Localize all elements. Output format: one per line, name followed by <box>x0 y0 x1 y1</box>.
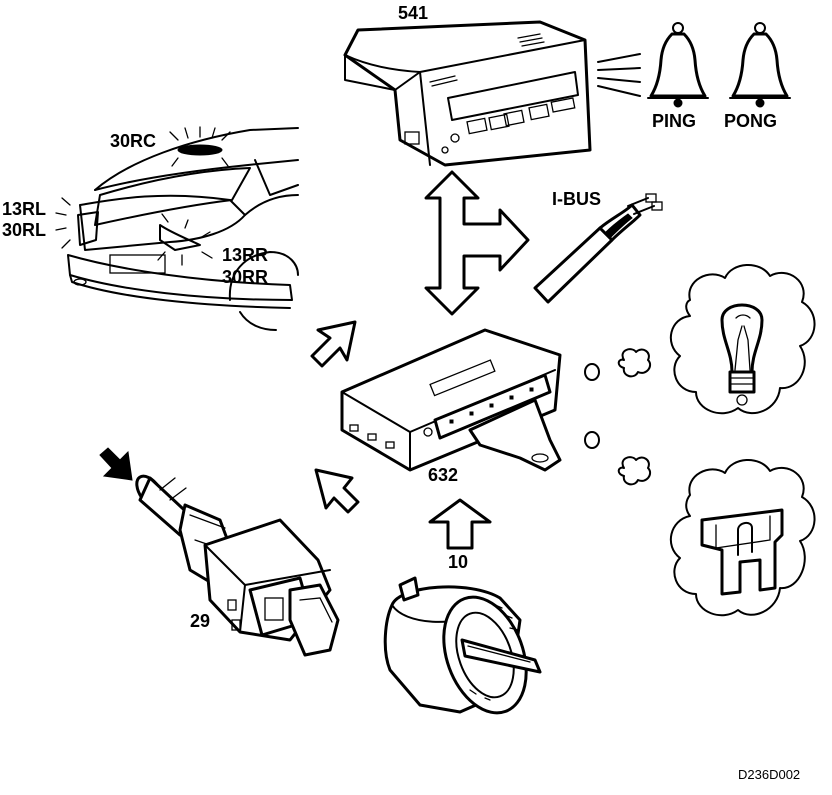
arrow-icon <box>99 447 133 481</box>
label-pong: PONG <box>724 111 778 131</box>
display-unit-icon <box>343 20 641 167</box>
control-module-icon <box>340 328 562 472</box>
arrow-icon <box>310 320 357 368</box>
label-control-module: 632 <box>428 465 459 485</box>
thought-bubbles <box>584 348 652 486</box>
label-brake-switch: 29 <box>190 611 211 631</box>
label-lamp-right-b: 30RR <box>222 267 269 287</box>
arrow-icon <box>314 468 360 514</box>
label-lamp-left-b: 30RL <box>2 220 47 240</box>
fuse-icon <box>670 458 816 617</box>
arrow-icon <box>424 170 530 316</box>
label-lamp-left-a: 13RL <box>2 199 47 219</box>
label-ibus: I-BUS <box>552 189 601 209</box>
arrow-icon <box>428 498 492 550</box>
label-lamp-right-a: 13RR <box>222 245 269 265</box>
label-lamp-center: 30RC <box>110 131 157 151</box>
bell-icon <box>647 22 709 108</box>
car-rear-icon <box>55 126 299 331</box>
label-ping: PING <box>652 111 697 131</box>
label-light-switch: 10 <box>448 552 469 572</box>
brake-switch-icon <box>135 474 340 657</box>
bulb-icon <box>670 263 816 415</box>
label-display-unit: 541 <box>398 3 429 23</box>
bus-cable-icon <box>533 193 663 304</box>
light-switch-icon <box>383 576 542 715</box>
figure-code: D236D002 <box>738 767 801 782</box>
bell-icon <box>729 22 791 108</box>
